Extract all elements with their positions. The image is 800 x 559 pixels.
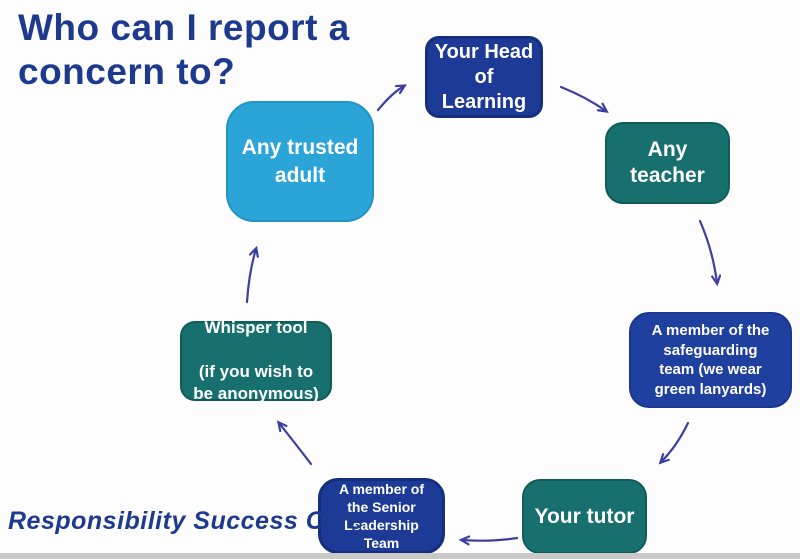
- node-safeguarding-team: A member of the safeguarding team (we we…: [629, 312, 792, 408]
- node-trusted-adult: Any trusted adult: [226, 101, 374, 222]
- page-title: Who can I report a concern to?: [18, 7, 350, 92]
- arrow-teacher-to-safeguard: [698, 219, 717, 283]
- node-whisper-tool: Whisper tool (if you wish to be anonymou…: [180, 318, 332, 403]
- arrow-head-to-teacher: [559, 85, 606, 111]
- node-head-of-learning: Your Head of Learning: [425, 36, 543, 118]
- bottom-divider: [0, 553, 800, 559]
- arrow-whisper-to-trusted: [245, 249, 256, 304]
- node-senior-leadership: A member of the Senior Leadership Team: [318, 478, 445, 554]
- school-motto: Responsibility Success Care: [8, 507, 364, 535]
- node-your-tutor: Your tutor: [522, 479, 647, 554]
- node-any-teacher: Any teacher: [605, 122, 730, 204]
- arrow-tutor-to-senior: [462, 538, 519, 541]
- arrow-safeguard-to-tutor: [661, 421, 690, 462]
- arrow-senior-to-whisper: [279, 423, 313, 466]
